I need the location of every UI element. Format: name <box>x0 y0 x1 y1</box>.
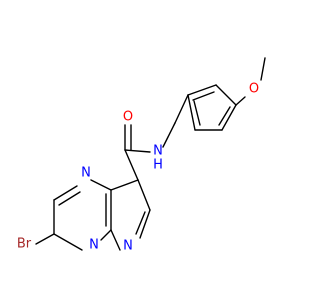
bond-lines <box>35 57 266 251</box>
bond <box>53 233 83 251</box>
atom-labels: Br N N N O N H O <box>17 82 259 254</box>
atom-label-bridgehead-nitrogen: N <box>89 238 99 253</box>
bond <box>215 84 237 106</box>
bond <box>110 229 121 251</box>
bond <box>192 91 215 101</box>
bond <box>58 191 81 206</box>
bond <box>90 179 112 191</box>
bond <box>162 122 176 148</box>
atom-label-amide-hydrogen: H <box>153 158 163 173</box>
bond <box>35 233 55 245</box>
bond <box>260 57 266 81</box>
atom-label-bromine: Br <box>17 237 32 252</box>
bond <box>221 104 237 131</box>
bond <box>137 179 151 211</box>
bond <box>110 179 139 191</box>
atom-label-pyrazole-nitrogen: N <box>123 239 133 254</box>
atom-label-ether-oxygen: O <box>249 82 259 97</box>
bond <box>174 94 189 124</box>
bond <box>187 94 196 131</box>
bond <box>124 149 151 153</box>
atom-label-pyrimidine-nitrogen: N <box>81 166 91 181</box>
structure-canvas: Br N N N O N H O <box>17 57 266 254</box>
bond <box>218 106 231 126</box>
atom-label-amide-nitrogen: N <box>153 144 163 159</box>
chemical-structure-diagram: Br N N N O N H O <box>17 57 266 254</box>
bond <box>135 211 146 235</box>
bond <box>139 209 151 239</box>
bond <box>193 100 201 126</box>
bond <box>235 96 246 106</box>
bond <box>124 149 139 181</box>
bond <box>53 185 78 201</box>
bond <box>100 229 112 241</box>
atom-label-carbonyl-oxygen: O <box>123 110 133 125</box>
bond <box>187 84 217 96</box>
